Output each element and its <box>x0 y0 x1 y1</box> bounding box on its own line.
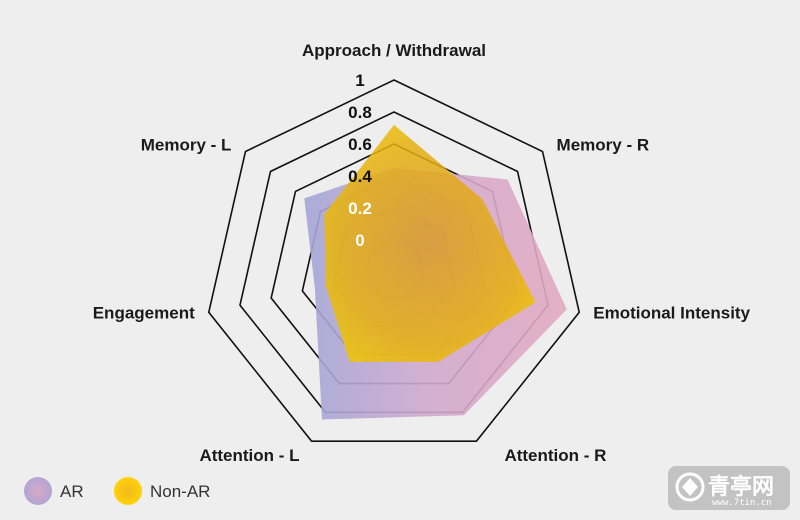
tick-label-5: 1 <box>355 71 364 90</box>
axis-label-6: Memory - L <box>141 136 232 155</box>
axis-label-0: Approach / Withdrawal <box>302 41 486 60</box>
axis-label-1: Memory - R <box>557 136 650 155</box>
legend-label-1: Non-AR <box>150 482 210 501</box>
tick-label-4: 0.8 <box>348 103 372 122</box>
axis-label-5: Engagement <box>93 303 195 322</box>
axis-label-2: Emotional Intensity <box>593 303 750 322</box>
grid-ring-5 <box>207 79 581 442</box>
watermark-url: www.7tin.cn <box>712 498 772 508</box>
radar-series <box>304 124 567 420</box>
axis-label-4: Attention - L <box>199 446 299 465</box>
watermark-logo-diamond <box>682 478 698 496</box>
series-non-ar-area <box>324 124 536 362</box>
tick-label-3: 0.6 <box>348 135 372 154</box>
tick-label-0: 0 <box>355 231 364 250</box>
legend-label-0: AR <box>60 482 84 501</box>
tick-label-2: 0.4 <box>348 167 372 186</box>
legend: AR Non-AR <box>24 477 210 505</box>
watermark-logo-icon <box>675 472 705 502</box>
legend-swatch-1 <box>114 477 142 505</box>
watermark-text: 青亭网 <box>708 474 774 500</box>
legend-swatch-0 <box>24 477 52 505</box>
axis-label-3: Attention - R <box>504 446 606 465</box>
tick-label-1: 0.2 <box>348 199 372 218</box>
